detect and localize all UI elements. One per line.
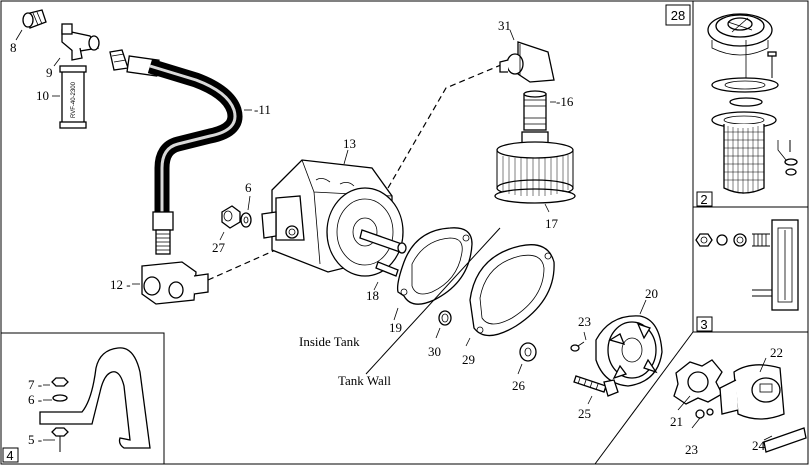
callout-8: 8 [10,40,17,55]
part-12-tee-fitting: 12 - [110,261,209,305]
inset-4-mounting-bracket: 7 - 6 - 5 - 4 [0,332,165,465]
callout-23: 23 [578,314,591,329]
part-18-key: 18 [366,261,399,303]
part-17-strainer: 17 [494,131,576,231]
part-8-fitting: 8 [10,9,47,55]
callout-9: 9 [46,65,53,80]
callout-25: 25 [578,406,591,421]
callout-27: 27 [212,240,226,255]
part-9-elbow-fitting: 9 [46,23,100,80]
callout-21: 21 [670,414,683,429]
connector-dash-pump-to-31 [387,61,509,189]
callout-5: 5 - [28,432,42,447]
part-10-relief-valve: RVF-40-2300 10 [36,65,87,129]
inset-2-strainer-assembly: 2 [696,13,798,207]
callout-31: 31 [498,18,511,33]
callout-23-inset: 23 [685,442,698,457]
callout-20: 20 [645,286,658,301]
tank-wall-line [365,227,501,375]
part-16-nipple: -16 [523,90,574,131]
callout-13: 13 [343,136,356,151]
callout-26: 26 [512,378,526,393]
part-25-bolt: 25 [573,375,619,421]
part-11-hose: -11 [109,49,271,255]
callout-30: 30 [428,344,441,359]
callout-16: -16 [556,94,574,109]
part-31-elbow: 31 [498,18,555,83]
part-29-flange-gasket: 29 [462,244,555,367]
inset-28-label: 28 [665,4,691,26]
valve-marking: RVF-40-2300 [71,81,77,118]
callout-24: 24 [752,438,766,453]
part-20-coupling-hub: 20 [595,286,663,387]
callout-12: 12 - [110,277,131,292]
callout-6-inset: 6 - [28,392,42,407]
inset-4-number: 4 [6,448,13,463]
part-19-gasket: 19 [389,227,473,335]
callout-7: 7 - [28,377,42,392]
part-26-washer: 26 [512,342,537,393]
part-30-o-ring: 30 [428,310,452,359]
inset-coupling-assembly: 21 22 23 24 [670,345,807,457]
part-13-pump-body: 13 [261,136,407,277]
callout-29: 29 [462,352,475,367]
callout-19: 19 [389,320,402,335]
callout-6: 6 [245,180,252,195]
inset-3-sight-gauge: 3 [695,219,799,332]
callout-10: 10 [36,88,49,103]
callout-17: 17 [545,216,559,231]
part-27-nut: 27 [212,205,241,255]
callout-22: 22 [770,345,783,360]
inset-2-number: 2 [700,192,707,207]
label-tank-wall: Tank Wall [338,373,391,388]
inset-panel-right [594,1,808,465]
inset-28-number: 28 [671,8,685,23]
label-inside-tank: Inside Tank [299,334,360,349]
connector-dash-12-to-pump [207,247,281,281]
callout-18: 18 [366,288,379,303]
part-6-washer: 6 [240,180,252,228]
inset-3-number: 3 [700,317,707,332]
callout-11: -11 [254,102,271,117]
part-23-set-screw: 23 [570,314,591,352]
